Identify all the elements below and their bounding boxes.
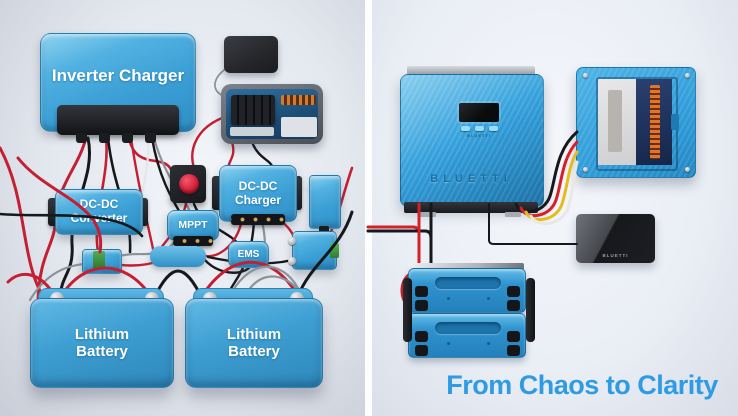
ems-unit: EMS [228,241,269,268]
battery-module [408,313,526,358]
connector-lug [99,133,110,143]
panel-label-card [281,117,317,137]
battery-port [507,345,520,356]
battery-port [415,345,428,356]
unit-button [475,126,484,131]
mppt-terminal-strip [173,236,213,246]
dcdc-converter-label: DC-DC Converter [70,197,128,225]
connector-lug [122,133,133,143]
unit-button [461,126,470,131]
screw-dot [447,342,450,345]
battery-port [507,286,520,297]
battery-port [415,300,428,311]
remote-display-box [224,36,278,73]
fuse-row [281,95,316,105]
ems-label: EMS [237,248,260,260]
breaker-column [650,85,660,159]
battery-label: Lithium Battery [226,325,282,360]
inverter-charger-label: Inverter Charger [51,65,185,85]
screw-dot [487,297,490,300]
unit-brand-text: BLUETTI [430,173,512,185]
corner-screw [583,73,588,78]
corner-screw [685,73,690,78]
charger-terminal-strip [231,214,285,225]
unit-foot [420,212,436,217]
battery-module [408,268,526,313]
connector-lug [76,133,87,143]
scene-divider [365,0,372,416]
corner-screw [583,167,588,172]
dcdc-charger-label: DC-DC Charger [234,178,281,207]
battery-strap [403,278,412,342]
bluetti-charger-inverter-unit [400,74,544,207]
monitor-brand-text: BLUETTI [602,253,629,258]
distribution-inner-strip [608,90,622,152]
battery-port [415,286,428,297]
lithium-battery-left: Lithium Battery [30,298,174,388]
terminal-screw [288,257,296,265]
battery-handle [435,277,501,289]
lithium-battery-right: Lithium Battery [185,298,323,388]
panel-label-strip [230,127,274,136]
green-connector [330,243,339,258]
shunt-module [150,246,206,267]
screw-dot [447,297,450,300]
unit-button [489,126,498,131]
mppt-label: MPPT [178,219,208,232]
battery-strap [526,278,535,342]
mount-bracket [212,176,222,210]
battery-port [507,300,520,311]
dcdc-converter-unit: DC-DC Converter [55,189,143,235]
inverter-connector-bar [57,105,179,135]
unit-foot [505,212,521,217]
green-terminal-block [93,251,105,269]
battery-handle [435,322,501,334]
switch-knob [179,174,199,194]
window-latch [671,114,679,130]
unit-display-screen [459,103,499,122]
breaker-block [231,95,275,125]
battery-stack-top [412,263,524,271]
tagline-text: From Chaos to Clarity [446,370,718,400]
battery-port [507,331,520,342]
window-frame [596,77,678,171]
corner-screw [685,167,690,172]
connector-lug [145,133,156,143]
smart-monitor-panel [576,214,655,263]
wall-mount-bracket [407,66,535,75]
unit-display-brand: BLUETTI [467,133,491,138]
screw-dot [487,342,490,345]
battery-label: Lithium Battery [74,325,130,360]
terminal-screw [288,237,296,245]
unit-connector-bar [404,202,538,213]
battery-port [415,331,428,342]
power-supply-brick [309,175,341,229]
